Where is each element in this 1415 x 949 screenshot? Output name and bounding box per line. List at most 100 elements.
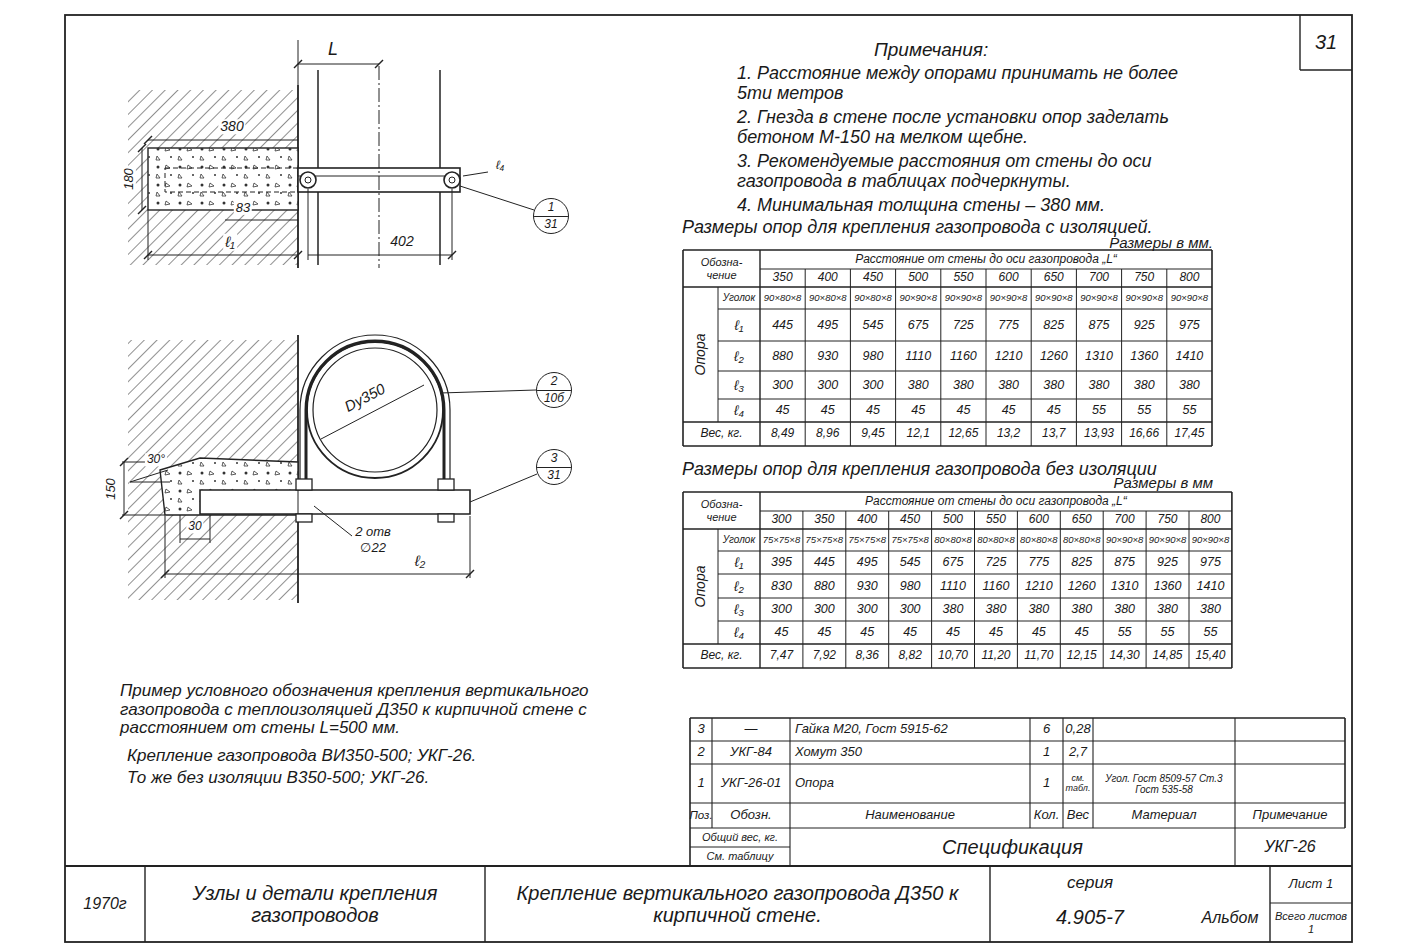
- table-cell: 675: [896, 309, 941, 341]
- drawing-rect: [438, 514, 454, 522]
- table-cell: 380: [1189, 598, 1232, 621]
- table-cell: ℓ₄: [718, 399, 760, 422]
- table-cell: 90×80×8: [760, 287, 805, 309]
- drawing-line: [448, 251, 456, 259]
- spec-cell: Гайка М20, Гост 5915-62: [790, 718, 1030, 741]
- table-cell: 90×90×8: [1031, 287, 1076, 309]
- table-rule: [1234, 718, 1235, 828]
- table-cell: 300: [846, 598, 889, 621]
- spec-cell: Обозн.: [712, 803, 790, 828]
- drawing-line: [294, 251, 302, 259]
- note-text: 1. Расстояние между опорами принимать не…: [735, 62, 1215, 106]
- table-cell: 55: [1146, 621, 1189, 644]
- table-cell: 300: [760, 511, 803, 529]
- drawing-rect: [148, 148, 298, 210]
- table-cell: 300: [805, 371, 850, 399]
- table-cell: 350: [760, 269, 805, 287]
- dimension-label: ∅22: [358, 541, 388, 555]
- table-cell: 700: [1076, 269, 1121, 287]
- title-block-text: серия: [990, 868, 1190, 898]
- table-rule: [888, 511, 889, 668]
- spec-cell: УКГ-26: [1235, 828, 1345, 866]
- table-rule: [1231, 492, 1233, 668]
- spec-cell: Вес: [1063, 803, 1093, 828]
- table-rule: [718, 341, 1212, 342]
- dimension-label: L: [326, 40, 340, 60]
- table-cell: 90×90×8: [1076, 287, 1121, 309]
- drawing-line: [138, 144, 146, 152]
- table-rule: [940, 269, 941, 446]
- dimension-label: 180: [122, 166, 136, 192]
- table-cell: 45: [932, 621, 975, 644]
- table-cell: 380: [1076, 371, 1121, 399]
- drawing-line: [165, 516, 166, 578]
- table-cell: 7,92: [803, 644, 846, 668]
- drawing-circle: [313, 348, 437, 472]
- drawing-line: [308, 189, 309, 260]
- drawing-line: [165, 574, 470, 575]
- table-rule: [718, 287, 719, 422]
- table-cell: 300: [850, 371, 895, 399]
- drawing-line: [180, 539, 210, 540]
- drawing-line: [142, 148, 143, 210]
- table-cell: 11,70: [1017, 644, 1060, 668]
- spec-cell: Угол. Гост 8509-57 Ст.3 Гост 535-58: [1093, 764, 1235, 803]
- table-cell: 975: [1189, 551, 1232, 574]
- drawing-line: [298, 40, 299, 85]
- table-rule: [789, 718, 790, 828]
- table-rule: [682, 492, 684, 668]
- drawing-line: [148, 210, 149, 260]
- drawing-line: [375, 60, 383, 68]
- table-cell: 1410: [1167, 341, 1212, 371]
- callout-circle: 210б: [536, 372, 572, 408]
- table-rule: [683, 491, 1232, 493]
- table-rule: [718, 371, 1212, 372]
- table-cell: 55: [1189, 621, 1232, 644]
- table-cell: 400: [846, 511, 889, 529]
- table-cell: Обозна- чение: [683, 250, 760, 287]
- dimension-label: 2 отв: [353, 525, 393, 539]
- drawing-line: [120, 511, 128, 519]
- drawing-line: [317, 192, 319, 265]
- table-cell: 400: [805, 269, 850, 287]
- table-cell: 650: [1031, 269, 1076, 287]
- table-rule: [65, 865, 1352, 867]
- callout-number: 1: [534, 199, 568, 217]
- table-cell: 880: [760, 341, 805, 371]
- table-cell: 980: [889, 574, 932, 598]
- table-cell: 45: [986, 399, 1031, 422]
- drawing-circle: [307, 342, 443, 478]
- spec-cell: 6: [1030, 718, 1063, 741]
- table-cell: ℓ₃: [718, 371, 760, 399]
- table-rule: [683, 528, 1232, 529]
- sheet-number: 10б: [537, 391, 571, 408]
- drawing-line: [308, 255, 452, 256]
- table-rule: [845, 511, 846, 668]
- drawing-line: [440, 390, 536, 393]
- table-rule: [1121, 269, 1122, 446]
- table-cell: 17,45: [1167, 422, 1212, 446]
- table-cell: Обозна- чение: [683, 492, 760, 529]
- dimension-label: ℓ₄: [494, 159, 507, 172]
- table-cell: 1410: [1189, 574, 1232, 598]
- table-cell: 75×75×8: [803, 529, 846, 551]
- table-cell: 445: [803, 551, 846, 574]
- callout-number: 3: [537, 450, 571, 468]
- table-rule: [682, 250, 684, 446]
- table-units: Размеры в мм: [1085, 474, 1215, 491]
- table-cell: 875: [1103, 551, 1146, 574]
- table-cell: 300: [889, 598, 932, 621]
- table-cell: 12,1: [896, 422, 941, 446]
- table-cell: 13,93: [1076, 422, 1121, 446]
- title-block-text: 4.905-7: [990, 898, 1190, 936]
- table-cell: 450: [850, 269, 895, 287]
- table-cell: Опора: [683, 287, 718, 422]
- table-rule: [1166, 269, 1167, 446]
- title-block-text: Альбом: [1190, 900, 1270, 936]
- table-rule: [683, 667, 1232, 669]
- table-cell: 45: [975, 621, 1018, 644]
- table-cell: 380: [1122, 371, 1167, 399]
- dimension-label: 31: [1313, 31, 1339, 53]
- table-cell: 13,2: [986, 422, 1031, 446]
- table-cell: 550: [941, 269, 986, 287]
